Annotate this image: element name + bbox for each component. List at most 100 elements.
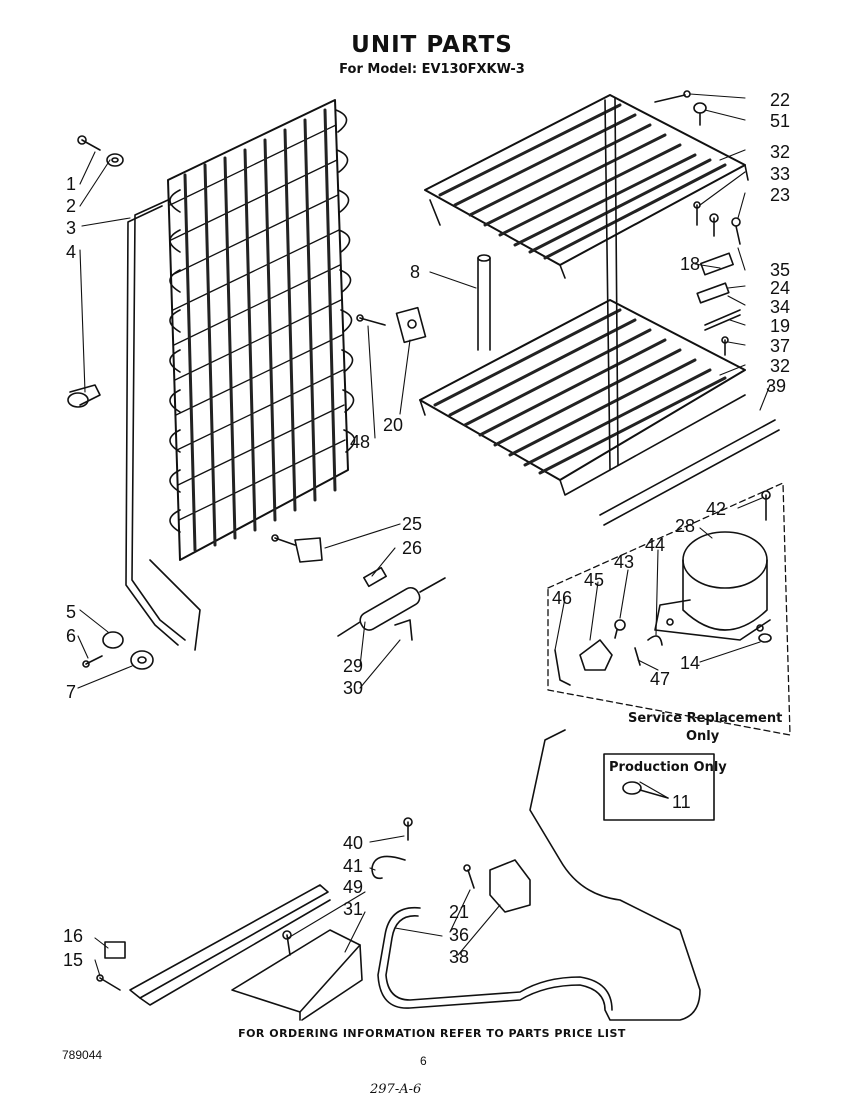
screw-21-icon: [463, 864, 475, 889]
callout-6: 6: [66, 626, 76, 646]
clip-25-icon: [271, 534, 323, 563]
callout-28: 28: [675, 516, 695, 536]
callout-40: 40: [343, 833, 363, 853]
wire-clip-41-icon: [371, 855, 406, 880]
grommet-2-icon: [106, 153, 124, 167]
callout-25: 25: [402, 514, 422, 534]
bracket-18-icon: [700, 252, 734, 276]
clamp-4-icon: [67, 384, 101, 408]
callout-32-lower: 32: [770, 356, 790, 376]
callout-3: 3: [66, 218, 76, 238]
callout-1: 1: [66, 174, 76, 194]
callout-23: 23: [770, 185, 790, 205]
callout-22: 22: [770, 90, 790, 110]
screw-15-icon: [96, 974, 121, 991]
screw-33-icon: [693, 201, 701, 226]
plate-34-icon: [696, 282, 730, 304]
callout-32-upper: 32: [770, 142, 790, 162]
callout-31: 31: [343, 899, 363, 919]
screw-23-icon: [709, 213, 741, 245]
callout-8: 8: [410, 262, 420, 282]
evaporator-lower-coil: [419, 299, 746, 496]
clip-44-icon: [647, 635, 663, 646]
callout-41: 41: [343, 856, 363, 876]
callout-20: 20: [383, 415, 403, 435]
callout-30: 30: [343, 678, 363, 698]
bracket-38-icon: [489, 859, 531, 913]
callout-2: 2: [66, 196, 76, 216]
callout-16: 16: [63, 926, 83, 946]
callout-19: 19: [770, 316, 790, 336]
screw-6-icon: [82, 655, 103, 668]
screw-42-icon: [761, 490, 771, 521]
grommet-7-icon: [130, 650, 154, 670]
page-number: 6: [420, 1054, 427, 1068]
grommet-5-icon: [102, 631, 124, 649]
grommet-14-icon: [758, 633, 772, 643]
part-11-icon: [622, 781, 669, 799]
callout-42: 42: [706, 499, 726, 519]
callout-37: 37: [770, 336, 790, 356]
callout-43: 43: [614, 552, 634, 572]
screw-40-icon: [403, 817, 413, 841]
callout-29: 29: [343, 656, 363, 676]
base-rail-icon: [129, 884, 331, 1006]
model-subtitle: For Model: EV130FXKW-3: [339, 62, 525, 77]
strip-19-icon: [704, 309, 741, 331]
production-only-label: Production Only: [609, 760, 727, 775]
evaporator-uprights: [477, 97, 619, 471]
callout-47: 47: [650, 669, 670, 689]
callout-46: 46: [552, 588, 572, 608]
callout-21: 21: [449, 902, 469, 922]
callout-5: 5: [66, 602, 76, 622]
relay-45-icon: [579, 639, 613, 671]
document-number: 789044: [62, 1048, 103, 1062]
clip-30-icon: [394, 619, 413, 641]
callout-26: 26: [402, 538, 422, 558]
callout-15: 15: [63, 950, 83, 970]
callout-51: 51: [770, 111, 790, 131]
callout-7: 7: [66, 682, 76, 702]
trim-39-icon: [599, 419, 780, 526]
screw-22-icon: [654, 90, 691, 103]
page-title: UNIT PARTS: [351, 32, 513, 58]
clip-47-icon: [634, 647, 641, 666]
screw-48-icon: [356, 314, 386, 326]
service-replacement-label: Service Replacement: [628, 711, 782, 726]
callout-48: 48: [350, 432, 370, 452]
callout-45: 45: [584, 570, 604, 590]
bracket-20-icon: [395, 306, 427, 344]
clip-16-icon: [104, 941, 126, 959]
compressor-28-icon: [654, 531, 771, 641]
callout-36: 36: [449, 925, 469, 945]
overload-43-icon: [614, 619, 626, 639]
callout-33: 33: [770, 164, 790, 184]
leader-lines: [77, 93, 771, 977]
service-replacement-only-label: Only: [686, 729, 720, 744]
grommet-51-icon: [693, 102, 707, 126]
callout-38: 38: [449, 947, 469, 967]
ordering-footer: FOR ORDERING INFORMATION REFER TO PARTS …: [238, 1027, 626, 1040]
service-replacement-box: [547, 482, 791, 736]
screw-49-icon: [282, 930, 292, 956]
callout-35: 35: [770, 260, 790, 280]
wire-46-icon: [554, 649, 571, 686]
condenser-coil: [125, 99, 356, 651]
screw-1-icon: [77, 135, 101, 151]
handwritten-note: 297-A-6: [370, 1082, 422, 1097]
evaporator-upper-coil: [424, 94, 749, 279]
callout-24: 24: [770, 278, 790, 298]
tube-26-icon: [363, 566, 387, 588]
callout-labels: 1 2 3 4 5 6 7 8 20 48 25 26 29 30 22 51 …: [63, 90, 790, 970]
callout-14: 14: [680, 653, 700, 673]
bracket-31-icon: [231, 929, 363, 1021]
callout-39: 39: [766, 376, 786, 396]
production-only-box: [603, 753, 715, 821]
screw-37-icon: [721, 336, 729, 356]
drier-29-icon: [337, 577, 446, 637]
callout-44: 44: [645, 535, 665, 555]
callout-34: 34: [770, 297, 790, 317]
callout-11: 11: [672, 792, 691, 812]
callout-4: 4: [66, 242, 76, 262]
